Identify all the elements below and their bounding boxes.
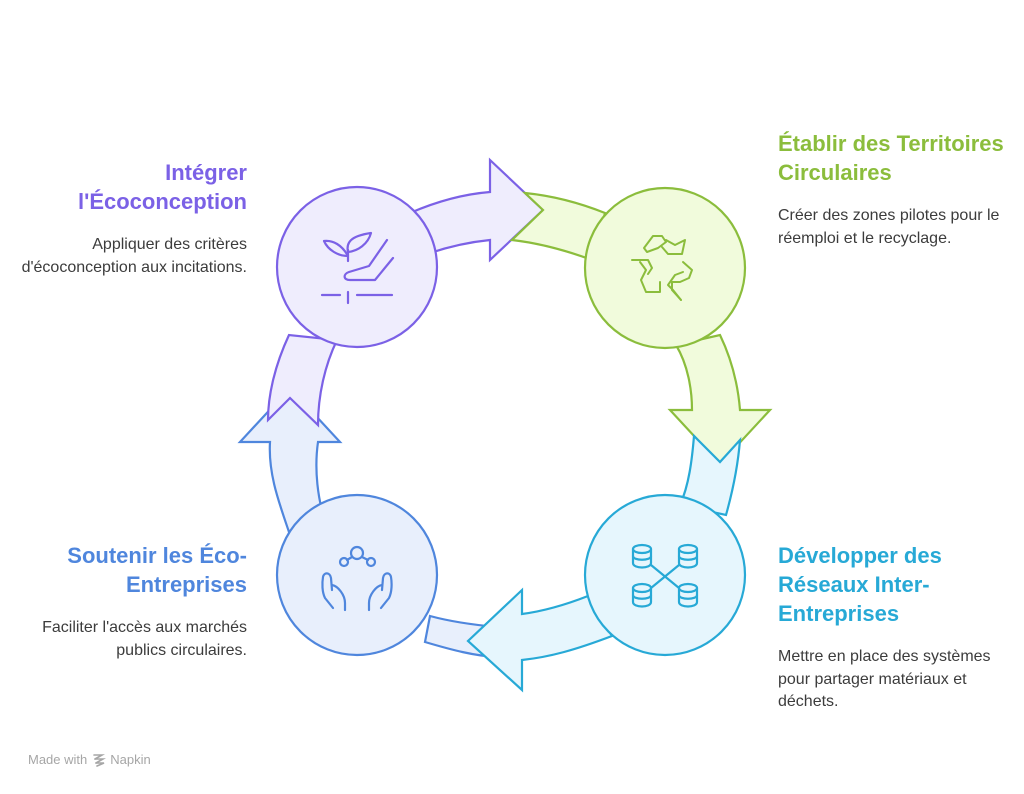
step-1-node bbox=[275, 185, 439, 349]
step-2-title: Établir des Territoires Circulaires bbox=[778, 131, 1004, 185]
step-4-node bbox=[275, 493, 439, 657]
arrow-blue-up bbox=[237, 386, 343, 537]
step-3-description: Mettre en place des systèmes pour partag… bbox=[778, 648, 991, 710]
step-3-node bbox=[583, 493, 747, 657]
step-3-title: Développer des Réseaux Inter-Entreprises bbox=[778, 543, 942, 626]
step-3-block: Développer des Réseaux Inter-Entreprises… bbox=[778, 541, 1008, 714]
step-4-title: Soutenir les Éco-Entreprises bbox=[67, 543, 247, 597]
step-4-description: Faciliter l'accès aux marchés publics ci… bbox=[42, 619, 247, 659]
step-4-block: Soutenir les Éco-Entreprises Faciliter l… bbox=[17, 541, 247, 662]
made-with-label: Made with bbox=[28, 752, 88, 767]
arrow-cyan-left bbox=[466, 587, 614, 693]
hands-network-icon bbox=[321, 545, 393, 612]
plant-hand-icon bbox=[320, 231, 395, 305]
arrow-cyan-tail bbox=[678, 433, 742, 517]
step-1-block: Intégrer l'Écoconception Appliquer des c… bbox=[17, 158, 247, 279]
made-with-footer[interactable]: Made with Napkin bbox=[28, 752, 151, 767]
arrow-purple-tail bbox=[266, 333, 339, 428]
step-2-block: Établir des Territoires Circulaires Crée… bbox=[778, 129, 1008, 250]
arrow-purple-right bbox=[408, 157, 545, 263]
arrow-green-down bbox=[667, 333, 773, 466]
database-network-icon bbox=[631, 543, 699, 608]
step-1-title: Intégrer l'Écoconception bbox=[77, 160, 247, 214]
napkin-brand: Napkin bbox=[92, 752, 151, 767]
step-1-description: Appliquer des critères d'écoconception a… bbox=[21, 236, 247, 276]
step-2-node bbox=[583, 186, 747, 350]
napkin-logo-icon bbox=[93, 753, 107, 767]
step-2-description: Créer des zones pilotes pour le réemploi… bbox=[778, 207, 1000, 247]
recycle-icon bbox=[631, 235, 693, 301]
napkin-brand-label: Napkin bbox=[110, 752, 151, 767]
